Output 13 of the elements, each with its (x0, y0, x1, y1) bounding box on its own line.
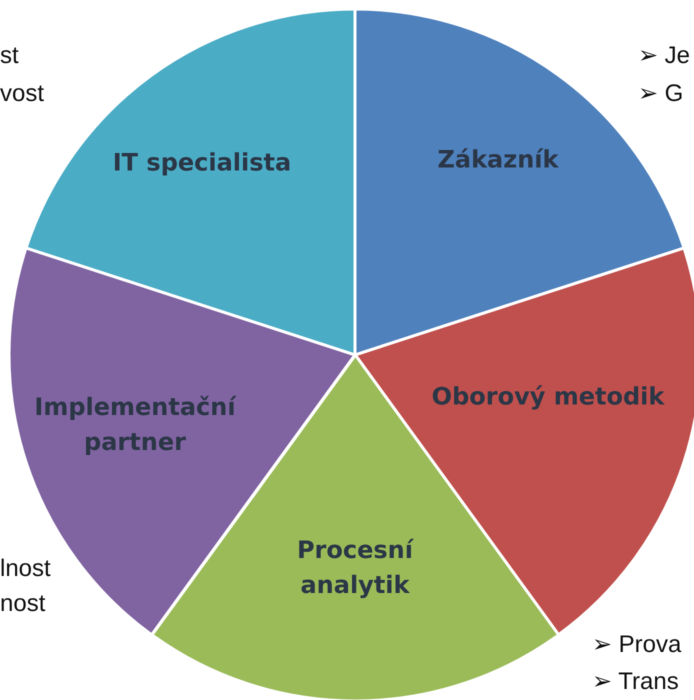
segment-label: Oborový metodik (430, 382, 666, 413)
side-note: ➢ Je (638, 42, 690, 71)
side-note: ➢ Trans (592, 668, 679, 697)
side-note: ➢ Prova (592, 631, 682, 660)
segment-label: Implementační partner (33, 392, 238, 458)
side-note: st (0, 42, 19, 71)
side-note: ➢ G (638, 80, 684, 109)
side-note: vost (0, 80, 44, 109)
segment-label: Procesní analytik (296, 535, 415, 601)
segment-label: IT specialista (112, 148, 292, 179)
side-note: nost (0, 590, 46, 619)
side-note: lnost (0, 555, 51, 584)
segment-label: Zákazník (436, 144, 560, 176)
